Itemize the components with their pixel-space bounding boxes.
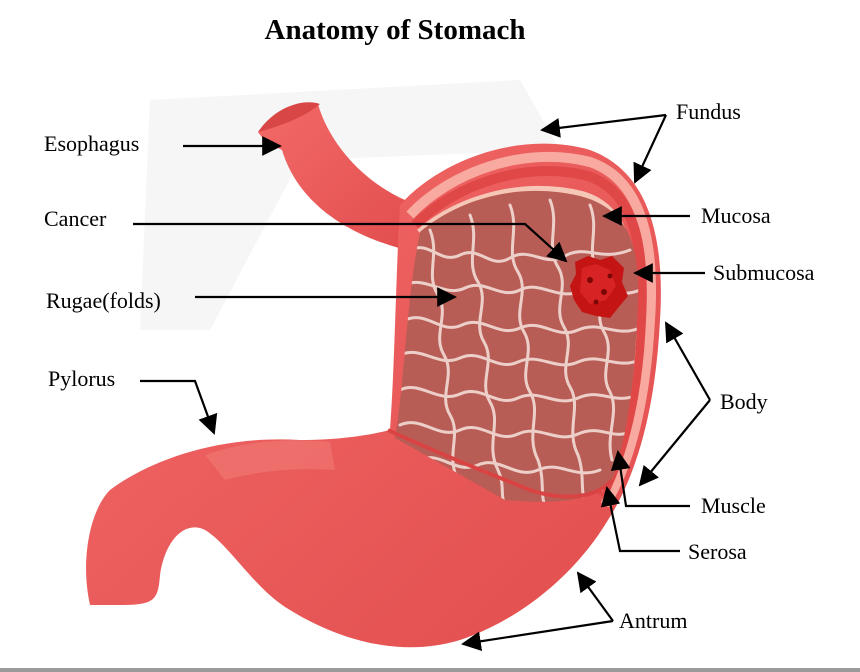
cancer-tumor bbox=[570, 256, 628, 318]
rugae-folds bbox=[398, 198, 639, 502]
label-serosa: Serosa bbox=[688, 539, 747, 564]
antrum-arrow-b bbox=[461, 619, 614, 652]
cancer-arrow bbox=[133, 222, 568, 263]
muscle-arrow bbox=[610, 450, 690, 508]
label-rugae: Rugae(folds) bbox=[46, 288, 161, 313]
fundus-arrow-b bbox=[633, 114, 667, 184]
esophagus-shape bbox=[258, 103, 415, 252]
bottom-divider bbox=[0, 668, 860, 672]
muscle-layer bbox=[411, 166, 647, 499]
body-arrow-a bbox=[665, 321, 711, 401]
background-shadow bbox=[140, 80, 560, 330]
label-esophagus: Esophagus bbox=[44, 131, 140, 156]
fundus-arrow-a bbox=[540, 113, 667, 138]
label-antrum: Antrum bbox=[619, 608, 688, 633]
lower-wall-edge bbox=[387, 428, 614, 499]
antrum-arrow-a bbox=[576, 571, 614, 622]
serosa-arrow bbox=[600, 486, 680, 553]
label-fundus: Fundus bbox=[676, 99, 741, 124]
label-mucosa: Mucosa bbox=[701, 203, 771, 228]
label-arrows bbox=[133, 113, 711, 652]
label-body: Body bbox=[720, 389, 768, 414]
label-muscle: Muscle bbox=[701, 493, 766, 518]
pylorus-arrow bbox=[140, 379, 218, 435]
pylorus-band bbox=[205, 440, 335, 480]
label-submucosa: Submucosa bbox=[713, 260, 815, 285]
body-arrow-b bbox=[638, 399, 711, 487]
esophagus-opening bbox=[258, 102, 320, 132]
serosa-rim bbox=[406, 151, 657, 508]
label-pylorus: Pylorus bbox=[48, 366, 116, 391]
diagram-title: Anatomy of Stomach bbox=[264, 14, 526, 46]
label-cancer: Cancer bbox=[44, 206, 107, 231]
